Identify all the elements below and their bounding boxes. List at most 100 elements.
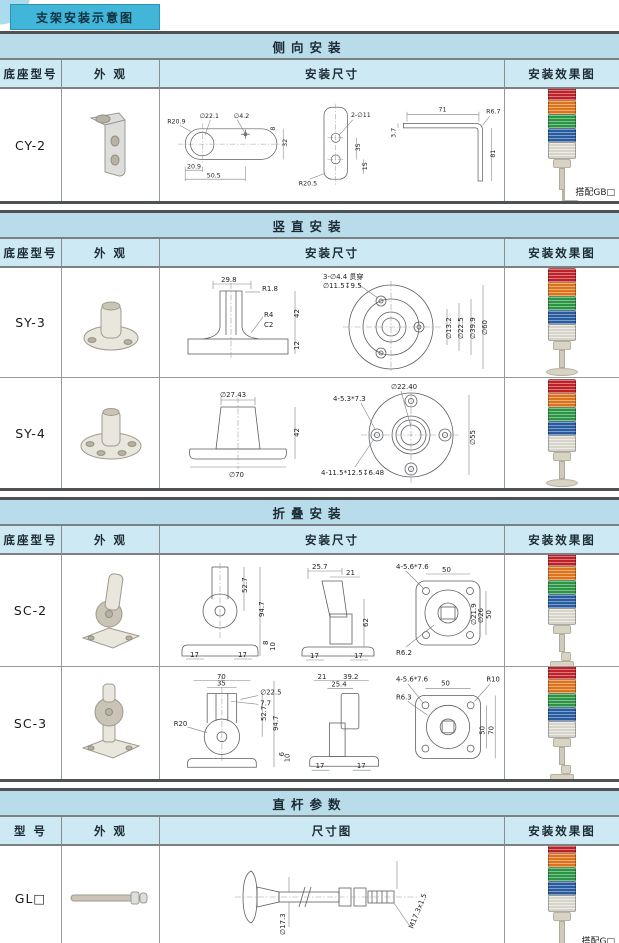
sc2-top-view-drawing: 4-5.6*7.6 50 ∅21.9 ∅26 50 R6.2 — [396, 563, 493, 657]
sy3-side-view-drawing: 29.8 R1.8 R4 C2 42 12 — [187, 276, 301, 359]
tower-green-segment — [548, 692, 576, 708]
table-row: SC-3 — [0, 667, 619, 779]
dim-label: 7.7 — [260, 699, 271, 707]
dim-label: R10 — [486, 676, 500, 684]
fold-joint — [561, 652, 571, 661]
round-flange-base — [546, 368, 578, 376]
dim-label: R20.5 — [299, 180, 317, 187]
column-header-row: 型 号 外 观 尺寸图 安装效果图 — [0, 817, 619, 846]
dim-label: 50 — [485, 610, 493, 619]
col-header-model: 底座型号 — [0, 60, 62, 89]
dim-label: 52.7 — [260, 706, 268, 721]
tower-adapter — [553, 911, 571, 921]
dim-label: 17 — [357, 762, 366, 770]
tower-adapter — [553, 341, 571, 350]
tower-adapter — [553, 159, 571, 168]
dim-label: 94.7 — [258, 601, 266, 617]
column-header-row: 底座型号 外 观 安装尺寸 安装效果图 — [0, 60, 619, 89]
sc2-side-view-drawing: 25.7 21 62 17 17 — [301, 563, 375, 660]
model-cell: SC-3 — [0, 667, 62, 779]
folding-base — [550, 661, 574, 666]
dim-label: 6 — [278, 752, 286, 756]
tower-blue-segment — [548, 310, 576, 325]
dim-label: C2 — [264, 321, 273, 329]
dimension-drawings-cell: ∅27.43 42 ∅70 — [160, 378, 505, 488]
round-flange-base — [546, 478, 578, 487]
pairing-note: 搭配GB□ — [575, 188, 615, 198]
dim-label: 21 — [317, 673, 326, 681]
sy4-top-view-drawing: ∅22.40 4-5.3*7.3 4-11.5*12.5↧6.48 ∅55 — [321, 383, 477, 485]
dim-label: 17 — [354, 652, 363, 660]
col-header-model: 底座型号 — [0, 526, 62, 555]
tower-light-image — [548, 846, 576, 943]
tower-clear-segment — [548, 434, 576, 452]
dim-label: R6.7 — [486, 109, 500, 116]
sc3-front-view-drawing: 70 35 ∅22.5 7.7 R20 52.7 94.7 6 10 — [174, 673, 292, 768]
tower-blue-segment — [548, 594, 576, 609]
page-title: 支架安装示意图 — [35, 10, 134, 25]
folding-base — [550, 773, 574, 779]
dim-label: ∅39.9 — [469, 317, 477, 339]
cy2-top-view-drawing: R20.9 ∅22.1 ∅4.2 8 32 20.9 50.5 — [167, 113, 289, 181]
dim-label: R6.3 — [396, 693, 412, 701]
model-label: CY-2 — [14, 137, 47, 153]
dim-label: 17 — [310, 652, 319, 660]
tower-blue-segment — [548, 128, 576, 143]
dim-label: 4-5.6*7.6 — [396, 676, 428, 684]
dim-label: ∅11.5↧9.5 — [323, 282, 362, 290]
dim-label: 29.8 — [221, 276, 237, 284]
appearance-cell — [62, 89, 160, 201]
col-header-dimensions: 安装尺寸 — [160, 239, 505, 268]
dim-label: R1.8 — [262, 285, 278, 293]
dim-label: 70 — [487, 726, 495, 735]
effect-cell: 搭配GB□ — [505, 89, 619, 201]
table-row: SY-4 — [0, 378, 619, 488]
sc3-side-view-drawing: 21 39.2 25.4 17 17 — [309, 673, 379, 771]
sc2-base-photo — [81, 572, 140, 649]
dim-label: 39.2 — [343, 673, 358, 681]
tower-blue-segment — [548, 880, 576, 896]
gl-rod-drawing: ∅17.3 M17.3x1.5 — [235, 861, 429, 935]
section-side-mount: 侧向安装 底座型号 外 观 安装尺寸 安装效果图 CY-2 — [0, 31, 619, 204]
gl-rod-photo — [70, 891, 147, 905]
dimension-drawings-cell: 70 35 ∅22.5 7.7 R20 52.7 94.7 6 10 — [160, 667, 505, 779]
model-label: SY-3 — [15, 315, 46, 330]
model-cell: GL□ — [0, 846, 62, 943]
model-cell: CY-2 — [0, 89, 62, 201]
tower-red-segment — [548, 555, 576, 567]
tower-light-image — [546, 378, 578, 487]
l-bracket-base — [561, 190, 578, 201]
tower-light-image — [548, 667, 576, 779]
table-row: CY-2 — [0, 89, 619, 201]
dim-label: ∅17.3 — [279, 913, 287, 935]
dim-label: ∅22.5 — [260, 689, 281, 697]
col-header-dimensions: 尺寸图 — [160, 817, 505, 846]
tower-orange-segment — [548, 678, 576, 694]
dim-label: 25.7 — [312, 563, 328, 571]
section-title: 竖直安装 — [0, 213, 619, 239]
effect-cell — [505, 268, 619, 378]
tower-light-image — [548, 555, 576, 666]
tower-orange-segment — [548, 100, 576, 115]
dim-label: 81 — [490, 150, 497, 158]
dim-label: 42 — [293, 309, 301, 318]
col-header-model: 底座型号 — [0, 239, 62, 268]
tower-pole — [559, 460, 565, 479]
dim-label: 21 — [346, 569, 355, 577]
dim-label: 62 — [362, 618, 370, 627]
tower-blue-segment — [548, 706, 576, 722]
section-title: 折叠安装 — [0, 500, 619, 526]
dim-label: ∅26 — [477, 607, 485, 623]
dim-label: 17 — [238, 651, 247, 659]
col-header-model: 型 号 — [0, 817, 62, 846]
tower-clear-segment — [548, 324, 576, 341]
dim-label: 3-∅4.4 贯穿 — [323, 272, 363, 281]
dimension-drawings-cell: 52.7 94.7 17 17 8 10 — [160, 555, 505, 667]
dim-label: 4-5.3*7.3 — [333, 395, 366, 403]
dim-label: 71 — [438, 107, 446, 114]
page-title-tab: 支架安装示意图 — [10, 4, 160, 30]
col-header-dimensions: 安装尺寸 — [160, 60, 505, 89]
dim-label: 35 — [217, 680, 226, 688]
dim-label: 4-11.5*12.5↧6.48 — [321, 469, 384, 477]
